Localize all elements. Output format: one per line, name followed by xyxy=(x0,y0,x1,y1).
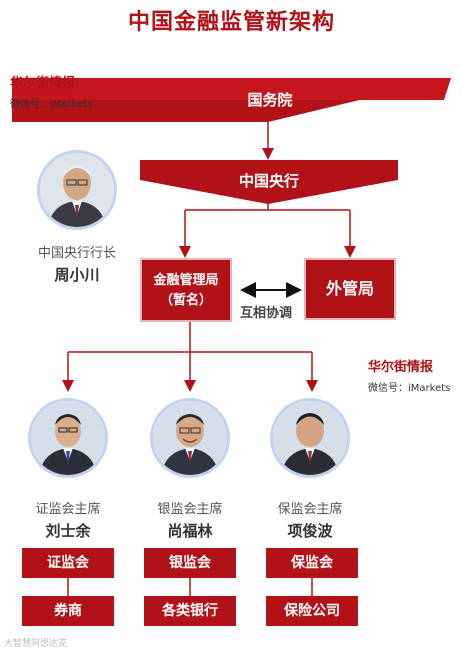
pboc-label: 中国央行 xyxy=(238,172,299,190)
financial-bureau-note: （暂名） xyxy=(159,293,212,308)
insurers-box: 保险公司 xyxy=(266,596,358,626)
csrc-box: 证监会 xyxy=(22,548,114,578)
avatar-liu-shiyu xyxy=(28,398,108,478)
avatar-zhou-xiaochuan xyxy=(37,150,117,230)
financial-bureau-box: 金融管理局 （暂名） xyxy=(140,258,232,322)
avatar-xiang-junbo xyxy=(270,398,350,478)
state-council-label: 国务院 xyxy=(247,91,293,109)
csrc-chair-title: 证监会主席 xyxy=(35,502,101,517)
circ-box: 保监会 xyxy=(266,548,358,578)
brand-sub: 微信号：iMarkets xyxy=(10,99,93,110)
brand-name: 华尔街情报 xyxy=(10,76,76,91)
banks-box: 各类银行 xyxy=(144,596,236,626)
circ-chair-title: 保监会主席 xyxy=(277,502,343,517)
chart-title: 中国金融监管新架构 xyxy=(127,10,335,35)
pboc-banner xyxy=(140,160,398,204)
brand-name-2: 华尔街情报 xyxy=(368,360,434,375)
coordination-label: 互相协调 xyxy=(240,306,293,321)
cbrc-box: 银监会 xyxy=(144,548,236,578)
avatar-shang-fulin xyxy=(150,398,230,478)
cbrc-chair-title: 银监会主席 xyxy=(157,502,223,517)
safe-box: 外管局 xyxy=(304,258,396,320)
financial-bureau-label: 金融管理局 xyxy=(153,273,219,288)
cbrc-chair-name: 尚福林 xyxy=(167,522,213,540)
brand-sub-2: 微信号：iMarkets xyxy=(368,383,451,394)
pboc-governor-title: 中国央行行长 xyxy=(37,246,116,261)
pboc-governor-name: 周小川 xyxy=(54,266,100,284)
watermark: 大智慧阿思达克 xyxy=(4,639,68,649)
csrc-chair-name: 刘士余 xyxy=(45,522,91,540)
brokers-box: 券商 xyxy=(22,596,114,626)
circ-chair-name: 项俊波 xyxy=(287,522,333,540)
